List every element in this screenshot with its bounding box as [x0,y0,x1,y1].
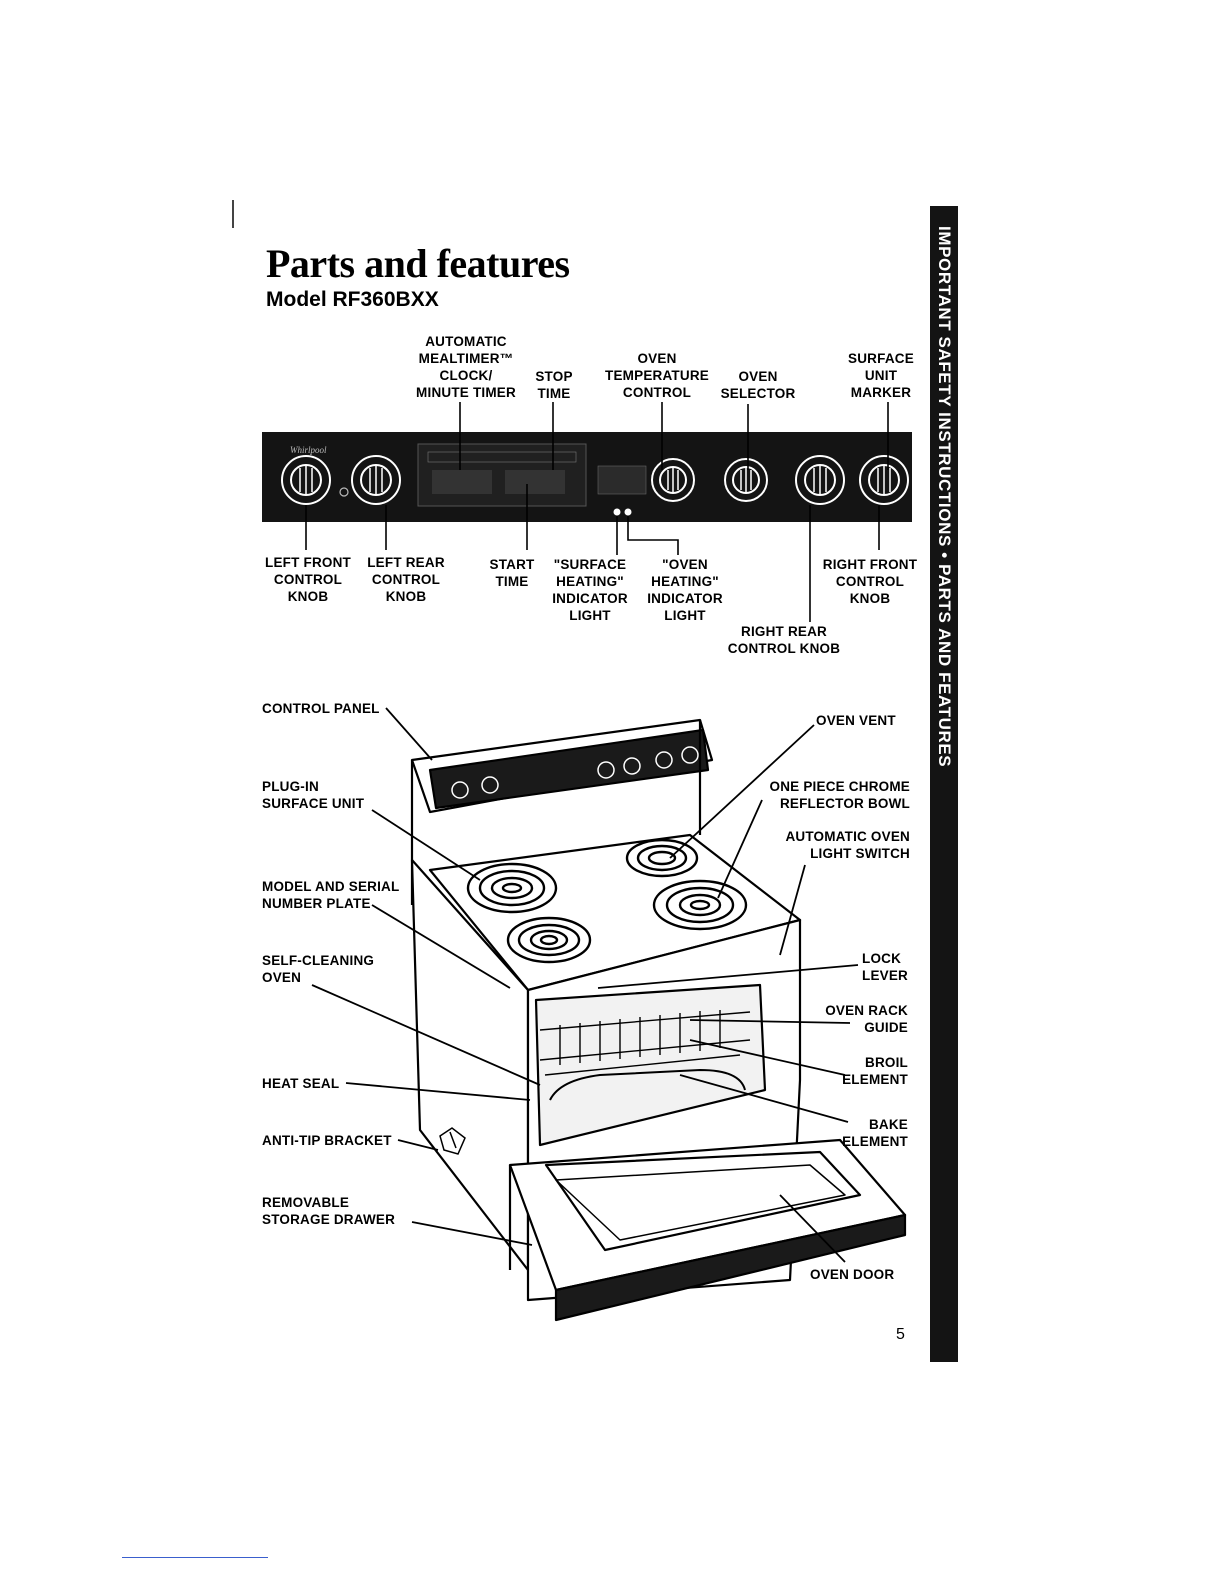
label-start-time: START TIME [489,557,535,589]
margin-mark [232,200,234,228]
oven-temperature-knob [651,458,695,502]
label-surface-heating-light: "SURFACE HEATING" INDICATOR LIGHT [552,557,628,623]
left-rear-knob [351,455,401,505]
label-oven-selector: OVEN SELECTOR [720,369,796,401]
right-front-knob [859,455,909,505]
range-leader-lines [311,707,859,1263]
oven-selector-knob [724,458,768,502]
footer-rule [122,1557,268,1558]
surface-unit-front-left [506,916,592,964]
surface-unit-rear-right [625,838,699,878]
label-oven-rack-guide: OVEN RACK GUIDE [825,1003,908,1035]
surface-unit-front-right [652,879,748,931]
label-stop-time: STOP TIME [535,369,573,401]
label-mealtimer-clock: AUTOMATIC MEALTIMER™ CLOCK/ MINUTE TIMER [416,334,516,400]
right-rear-knob [795,455,845,505]
surface-unit-rear-left [466,862,558,914]
label-bake-element: BAKE ELEMENT [842,1117,908,1149]
label-lock-lever: LOCK LEVER [862,951,909,983]
label-oven-vent: OVEN VENT [816,713,896,728]
control-knobs [281,455,909,505]
svg-text:Whirlpool: Whirlpool [290,445,327,455]
label-left-front-knob: LEFT FRONT CONTROL KNOB [265,555,351,604]
label-plug-in-surface-unit: PLUG-IN SURFACE UNIT [262,779,365,811]
range-body [410,718,907,1322]
label-heat-seal: HEAT SEAL [262,1076,340,1091]
label-model-serial-plate: MODEL AND SERIAL NUMBER PLATE [262,879,400,911]
model-subtitle: Model RF360BXX [266,288,439,311]
label-oven-door: OVEN DOOR [810,1267,895,1282]
label-anti-tip-bracket: ANTI-TIP BRACKET [262,1133,392,1148]
label-removable-storage-drawer: REMOVABLE STORAGE DRAWER [262,1195,396,1227]
label-broil-element: BROIL ELEMENT [842,1055,908,1087]
sidebar-section-title: IMPORTANT SAFETY INSTRUCTIONS • PARTS AN… [935,226,954,768]
label-oven-light-switch: AUTOMATIC OVEN LIGHT SWITCH [785,829,910,861]
label-self-cleaning-oven: SELF-CLEANING OVEN [262,953,375,985]
label-oven-temperature-control: OVEN TEMPERATURE CONTROL [605,351,709,400]
section-sidebar-tab [930,206,958,1362]
surface-units [466,838,748,964]
left-front-knob [281,455,331,505]
page-number: 5 [896,1326,905,1343]
label-oven-heating-light: "OVEN HEATING" INDICATOR LIGHT [647,557,723,623]
page-title: Parts and features [266,241,570,286]
label-left-rear-knob: LEFT REAR CONTROL KNOB [367,555,445,604]
anti-tip-bracket-illustration [439,1127,466,1155]
label-surface-unit-marker: SURFACE UNIT MARKER [848,351,914,400]
label-control-panel: CONTROL PANEL [262,701,380,716]
label-right-front-knob: RIGHT FRONT CONTROL KNOB [822,557,918,606]
panel-leader-lines [305,402,889,622]
label-reflector-bowl: ONE PIECE CHROME REFLECTOR BOWL [769,779,910,811]
label-right-rear-knob: RIGHT REAR CONTROL KNOB [727,624,841,656]
